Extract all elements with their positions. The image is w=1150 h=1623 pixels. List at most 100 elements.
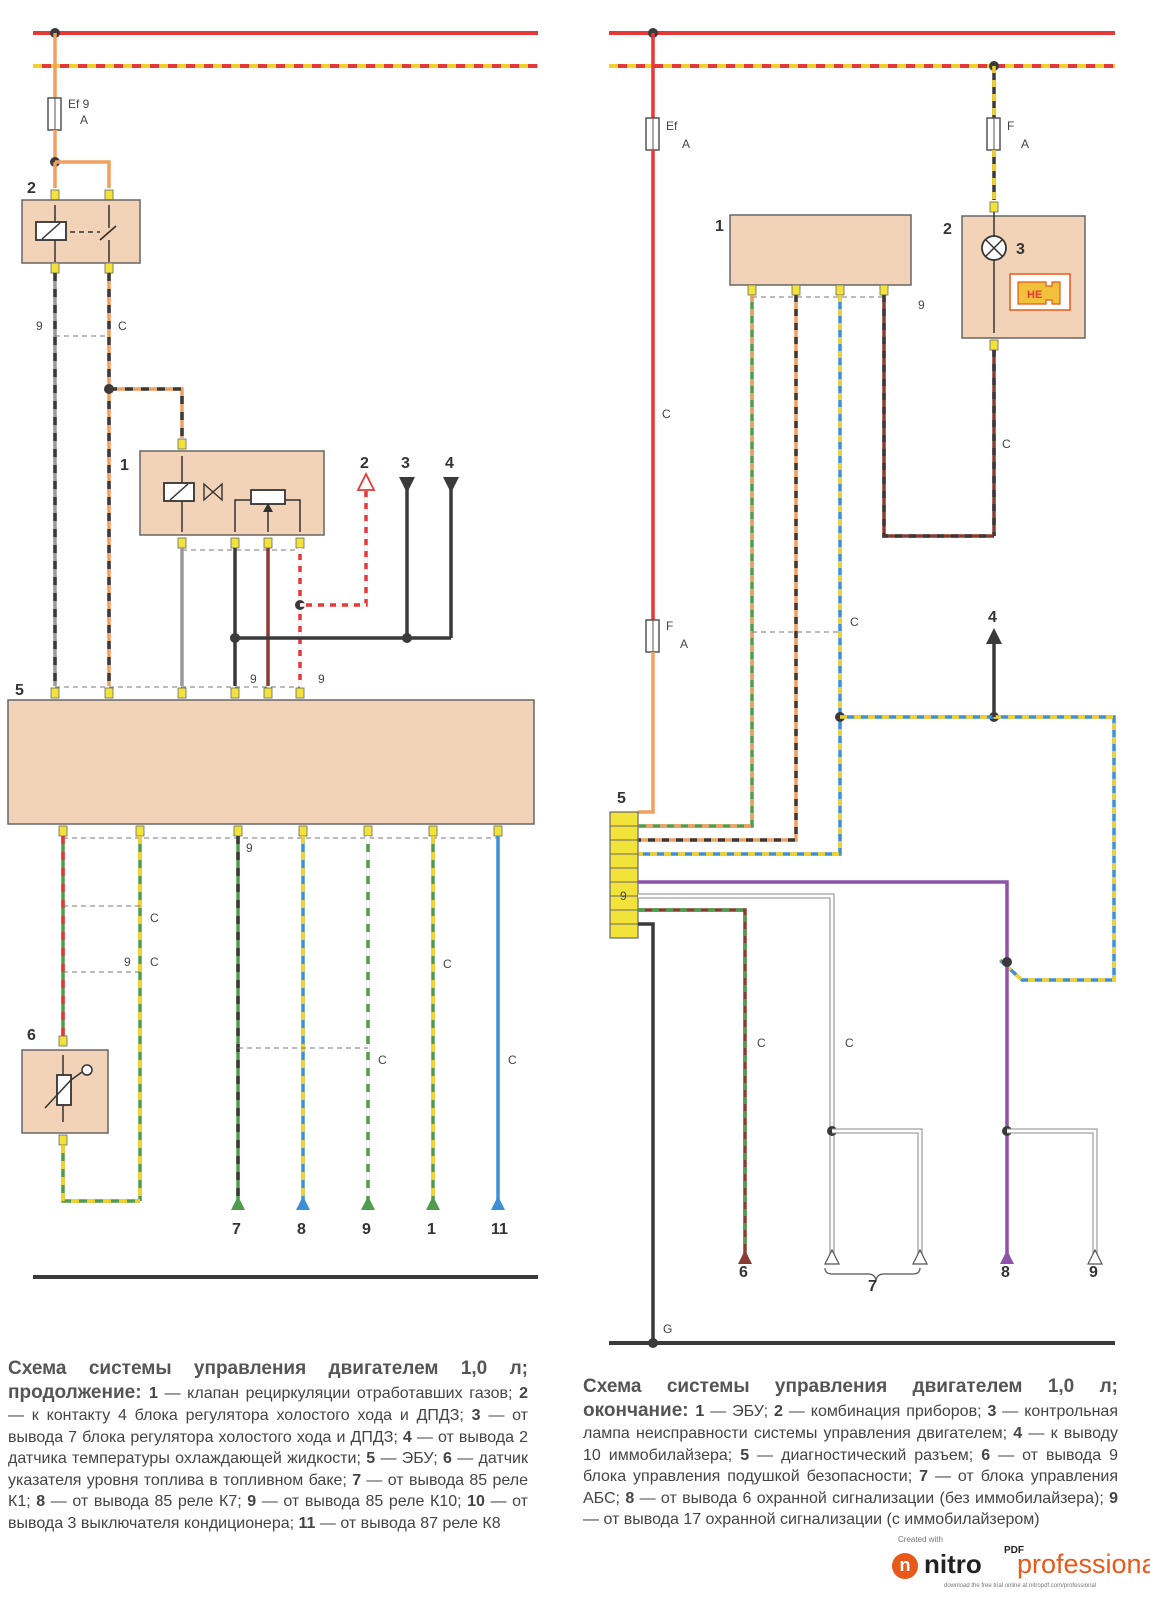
svg-text:C: C bbox=[845, 1036, 854, 1050]
sensor-number: 6 bbox=[27, 1027, 36, 1044]
ecu-number: 5 bbox=[15, 682, 24, 699]
check-engine-text: HE bbox=[1027, 289, 1042, 301]
svg-text:9: 9 bbox=[124, 955, 131, 969]
legend-text: — датчик указателя уровня топлива в топл… bbox=[8, 1450, 528, 1489]
legend-number: 8 bbox=[625, 1489, 635, 1507]
legend-text: — ЭБУ; bbox=[375, 1450, 443, 1468]
svg-text:C: C bbox=[662, 407, 671, 421]
right-output-label: 9 bbox=[1089, 1264, 1098, 1281]
legend-item: 2 — к контакту 4 блока регулятора холост… bbox=[8, 1385, 528, 1424]
legend-item: 8 — от вывода 6 охранной сигнализации (б… bbox=[625, 1490, 1109, 1507]
left-output-label: 7 bbox=[232, 1221, 241, 1238]
diag-pin-label: 9 bbox=[620, 889, 627, 903]
legend-item: 2 — комбинация приборов; bbox=[774, 1403, 987, 1420]
right-output-label: 7 bbox=[868, 1278, 877, 1295]
legend-item: 8 — от вывода 85 реле К7; bbox=[36, 1493, 247, 1510]
legend-text: — к выводу 10 иммобилайзера; bbox=[583, 1425, 1118, 1464]
ecu-right-number: 1 bbox=[715, 218, 724, 235]
legend-number: 10 bbox=[467, 1493, 485, 1511]
legend-item: 9 — от вывода 85 реле К10; bbox=[247, 1493, 467, 1510]
legend-text: — от вывода 2 датчика температуры охлажд… bbox=[8, 1428, 529, 1468]
legend-item: 7 — от блока управления АБС; bbox=[583, 1468, 1118, 1507]
legend-text: — диагностический разъем; bbox=[749, 1446, 982, 1464]
svg-text:A: A bbox=[680, 637, 688, 651]
legend-text: — от вывода 85 реле К7; bbox=[45, 1493, 248, 1511]
svg-text:C: C bbox=[378, 1053, 387, 1067]
wire-c-label: C bbox=[118, 319, 127, 333]
brand-name: nitro bbox=[924, 1549, 982, 1579]
lamp-number: 3 bbox=[1016, 241, 1025, 258]
legend-item: 7 — от вывода 85 реле К1; bbox=[8, 1472, 528, 1511]
right-diagram: Ef A C F A F A 2 3 HE C 1 bbox=[609, 28, 1116, 1348]
svg-text:C: C bbox=[508, 1053, 517, 1067]
svg-text:C: C bbox=[150, 911, 159, 925]
right-output-label: 6 bbox=[739, 1264, 748, 1281]
legend-number: 7 bbox=[352, 1471, 362, 1489]
legend-item: 10 — от вывода 3 выключателя кондиционер… bbox=[8, 1493, 528, 1532]
legend-number: 11 bbox=[298, 1514, 316, 1532]
legend-number: 3 bbox=[987, 1403, 997, 1420]
legend-number: 9 bbox=[247, 1493, 257, 1511]
nitro-logo-icon: n bbox=[892, 1553, 918, 1579]
legend-text: — от вывода 9 блока управления подушкой … bbox=[583, 1446, 1119, 1486]
caption-left: Схема системы управления двигателем 1,0 … bbox=[8, 1357, 528, 1535]
legend-item: 1 — ЭБУ; bbox=[695, 1403, 774, 1420]
svg-text:C: C bbox=[443, 957, 452, 971]
legend-item: 6 — от вывода 9 блока управления подушко… bbox=[583, 1447, 1118, 1486]
valve-number: 1 bbox=[120, 457, 129, 474]
legend-item: 1 — клапан рециркуляции отработавших газ… bbox=[149, 1385, 519, 1402]
right-output-label: 8 bbox=[1001, 1264, 1010, 1281]
ecu-right bbox=[729, 214, 912, 286]
cluster-number: 2 bbox=[943, 221, 952, 238]
diag-number: 5 bbox=[617, 790, 626, 807]
legend-text: — от блока управления АБС; bbox=[583, 1468, 1118, 1507]
svg-text:C: C bbox=[150, 955, 159, 969]
legend-text: — от вывода 17 охранной сигнализации (с … bbox=[583, 1511, 1040, 1529]
legend-text: — ЭБУ; bbox=[704, 1403, 774, 1420]
legend-item: 11 — от вывода 87 реле К8 bbox=[299, 1515, 501, 1532]
svg-text:F: F bbox=[666, 619, 673, 633]
relay-number: 2 bbox=[27, 180, 36, 197]
svg-text:9: 9 bbox=[318, 672, 325, 686]
svg-text:C: C bbox=[757, 1036, 766, 1050]
legend-number: 3 bbox=[471, 1407, 481, 1424]
legend-item: 5 — диагностический разъем; bbox=[740, 1447, 981, 1464]
legend-text: — от вывода 7 блока регулятора холостого… bbox=[8, 1407, 529, 1446]
download-note: download the free trial online at nitrop… bbox=[944, 1583, 1097, 1589]
legend-item: 4 — от вывода 2 датчика температуры охла… bbox=[8, 1429, 528, 1468]
caption-right: Схема системы управления двигателем 1,0 … bbox=[583, 1375, 1118, 1531]
legend-item: 4 — к выводу 10 иммобилайзера; bbox=[583, 1425, 1118, 1464]
legend-number: 1 bbox=[695, 1403, 705, 1420]
legend-number: 4 bbox=[402, 1428, 412, 1446]
left-output-label: 1 bbox=[427, 1221, 436, 1238]
svg-text:9: 9 bbox=[250, 672, 257, 686]
legend-number: 7 bbox=[919, 1468, 929, 1486]
legend-number: 6 bbox=[442, 1450, 452, 1468]
fuse-ef9-label: Ef 9 bbox=[68, 97, 90, 111]
legend-text: — от вывода 6 охранной сигнализации (без… bbox=[634, 1489, 1110, 1507]
legend-item: 3 — контрольная лампа неисправности сист… bbox=[583, 1403, 1118, 1442]
out-3-label: 3 bbox=[401, 455, 410, 472]
legend-text: — клапан рециркуляции отработавших газов… bbox=[157, 1385, 520, 1402]
legend-number: 2 bbox=[773, 1403, 783, 1420]
left-output-label: 11 bbox=[491, 1221, 508, 1238]
legend-text: — от вывода 85 реле К10; bbox=[256, 1493, 468, 1511]
svg-text:C: C bbox=[850, 615, 859, 629]
legend-number: 8 bbox=[36, 1493, 46, 1511]
legend-text: — от вывода 3 выключателя кондиционера; bbox=[8, 1493, 529, 1532]
fuse-ef9-rating: A bbox=[80, 113, 88, 127]
left-output-label: 8 bbox=[297, 1221, 306, 1238]
nitro-pdf-badge: Created with n nitro PDF professional do… bbox=[892, 1535, 1150, 1595]
ground-label: G bbox=[663, 1322, 672, 1336]
svg-text:9: 9 bbox=[246, 841, 253, 855]
caption-title: Схема системы управления двигателем 1,0 … bbox=[8, 1358, 528, 1403]
legend-item: 5 — ЭБУ; bbox=[366, 1450, 443, 1467]
legend-text: — контрольная лампа неисправности систем… bbox=[583, 1403, 1118, 1442]
legend-text: — комбинация приборов; bbox=[782, 1403, 988, 1420]
out-4-right-label: 4 bbox=[988, 609, 997, 626]
legend-number: 4 bbox=[1013, 1425, 1023, 1442]
legend-item: 9 — от вывода 17 охранной сигнализации (… bbox=[583, 1490, 1118, 1529]
svg-text:A: A bbox=[682, 137, 690, 151]
legend-number: 9 bbox=[1109, 1489, 1119, 1507]
